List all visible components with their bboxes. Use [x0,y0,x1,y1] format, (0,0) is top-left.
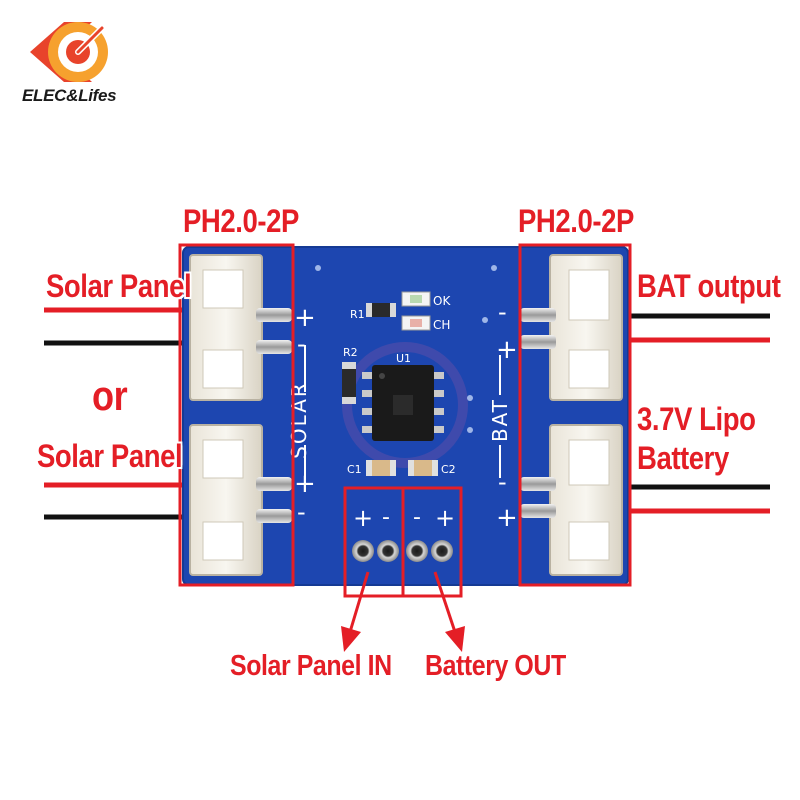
capacitor-c2 [408,460,438,476]
in-minus: - [382,505,390,530]
left-connector-bottom [189,424,292,576]
right-connector-box [518,243,632,587]
solar-plus-top: + [294,303,316,333]
watermark-ring-icon [342,342,468,468]
solar-panel-label-top: Solar Panel [46,268,192,304]
lipo-label-line2: Battery [637,440,729,476]
ok-label: OK [433,294,451,308]
silkscreen: SOLAR BAT + - + - - + - + R1 R2 U1 C1 C2… [287,294,518,533]
left-wires [44,307,192,520]
bat-minus-bottom: - [498,468,507,496]
resistor-r1 [366,303,396,317]
c2-label: C2 [441,463,456,476]
annotation-boxes [178,243,632,598]
arrow-battery-out-head-icon [445,626,465,652]
battery-out-label: Battery OUT [425,650,566,682]
battery-out-box [401,486,463,598]
bat-plus-top: + [496,335,518,365]
solar-panel-label-bottom: Solar Panel [37,438,183,474]
left-connector-box [178,243,295,587]
left-connector-top [189,254,292,401]
r2-label: R2 [343,346,358,359]
right-connector-top [520,254,623,401]
bat-silk: BAT [488,398,512,442]
left-connector-title: PH2.0-2P [183,203,299,239]
lipo-label-line1: 3.7V Lipo [637,401,756,437]
ch-label: CH [433,318,450,332]
arrows [341,571,465,652]
solar-plus-bottom: + [294,469,316,499]
pin-bat-plus [431,540,453,562]
components [342,291,444,476]
ic-u1 [362,365,444,441]
arrow-solar-in-shaft [348,571,370,633]
c1-label: C1 [347,463,362,476]
out-plus: + [435,504,455,532]
bat-minus-top: - [498,298,507,326]
solar-in-label: Solar Panel IN [230,650,392,682]
brand-logo [30,22,108,82]
brand-name: ELEC&Lifes [22,86,117,105]
in-plus: + [353,504,373,532]
bat-output-label: BAT output [637,268,781,304]
pin-solar-minus [377,540,399,562]
solar-minus-bottom: - [297,498,306,526]
right-connector-bottom [520,424,623,576]
header-pins [352,540,453,562]
right-wires [612,313,770,514]
resistor-r2 [342,362,356,404]
solar-minus-top: - [297,330,306,358]
r1-label: R1 [350,308,365,321]
right-connector-title: PH2.0-2P [518,203,634,239]
capacitor-c1 [366,460,396,476]
pin-bat-minus [406,540,428,562]
or-label: or [92,372,128,419]
arrow-solar-in-head-icon [341,626,361,652]
bat-plus-bottom: + [496,503,518,533]
solar-silk: SOLAR [287,381,311,459]
arrow-battery-out-shaft [433,571,457,633]
out-minus: - [413,505,421,530]
pin-solar-plus [352,540,374,562]
u1-label: U1 [396,352,411,365]
